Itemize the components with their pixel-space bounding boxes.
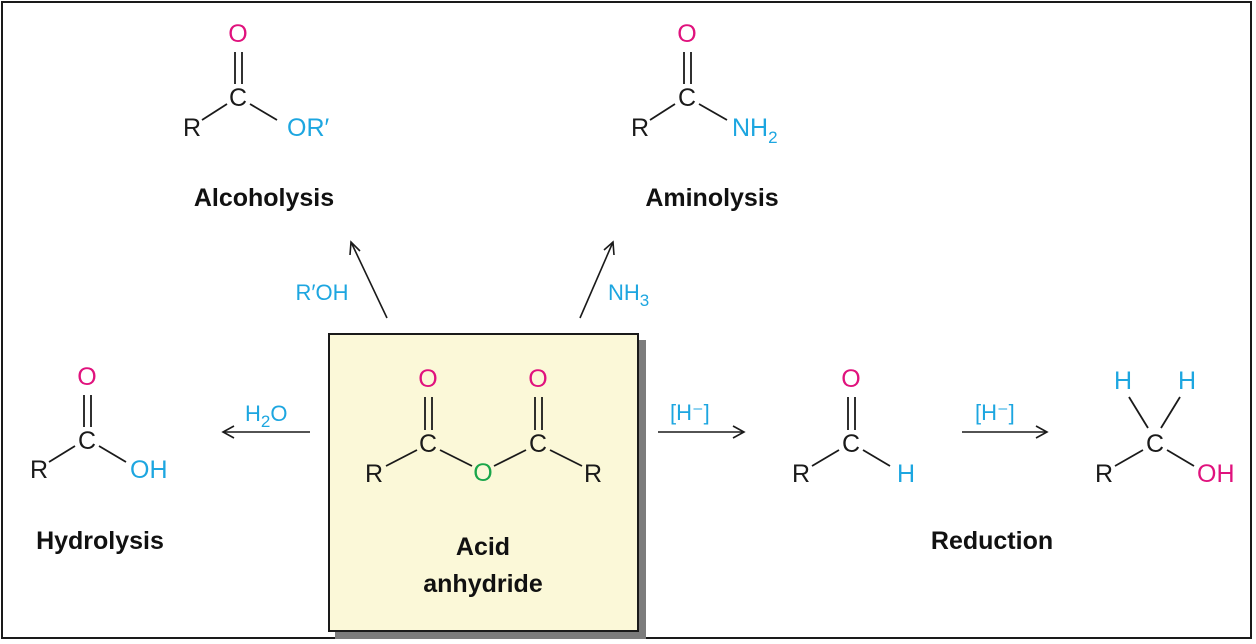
acid-oh-group: OH: [130, 456, 168, 484]
ester-or-bond: [249, 103, 278, 121]
alcohol-carbon: C: [1146, 430, 1164, 458]
ester-carbonyl-oxygen: O: [228, 20, 247, 48]
carboxylic-acid-structure: O C R OH: [30, 363, 168, 484]
anhydride-right-r-bond: [549, 449, 583, 467]
amide-nh-group: NH2: [732, 114, 778, 147]
reduction-title: Reduction: [931, 527, 1053, 555]
alcohol-hydrogen-right: H: [1178, 367, 1196, 395]
anhydride-left-carbonyl-oxygen: O: [418, 365, 437, 393]
aminolysis-arrow: [579, 240, 615, 319]
anhydride-right-o-bond: [493, 449, 527, 467]
alcohol-oh-group: OH: [1197, 460, 1235, 488]
acid-anhydride-structure: O C O C O R R: [365, 365, 602, 488]
amide-structure: O C R NH2: [631, 20, 778, 147]
alcohol-r-group: R: [1095, 460, 1113, 488]
hydrolysis-title: Hydrolysis: [36, 527, 164, 555]
amide-carbonyl-oxygen: O: [677, 20, 696, 48]
aldehyde-h-bond: [862, 449, 891, 467]
anhydride-left-o-bond: [439, 449, 473, 467]
anhydride-left-r-bond: [385, 449, 418, 467]
hydrolysis-arrow: [221, 425, 310, 439]
acid-r-group: R: [30, 456, 48, 484]
amide-r-group: R: [631, 114, 649, 142]
ester-r-group: R: [183, 114, 201, 142]
alcohol-h-bond-right: [1160, 396, 1181, 429]
acid-anhydride-box: [328, 333, 639, 632]
alcohol-reagent: R′OH: [295, 280, 348, 305]
ester-structure: O C R OR′: [183, 20, 330, 142]
aldehyde-r-group: R: [792, 460, 810, 488]
ester-carbon: C: [229, 84, 247, 112]
hydride-reagent-2: [H⁻]: [975, 400, 1015, 425]
anhydride-right-r-group: R: [584, 460, 602, 488]
aldehyde-r-bond: [811, 449, 840, 467]
alcohol-oh-bond: [1166, 449, 1195, 467]
alcoholysis-title: Alcoholysis: [194, 184, 334, 212]
alcohol-h-bond-left: [1128, 396, 1149, 429]
water-reagent: H2O: [245, 401, 287, 431]
aldehyde-carbonyl-oxygen: O: [841, 365, 860, 393]
acid-title-line1: Acid: [456, 533, 510, 561]
anhydride-right-carbonyl-oxygen: O: [528, 365, 547, 393]
anhydride-bridging-oxygen: O: [473, 459, 492, 487]
aminolysis-title: Aminolysis: [645, 184, 778, 212]
ester-or-group: OR′: [287, 114, 330, 142]
aldehyde-hydrogen: H: [897, 460, 915, 488]
anhydride-title-line2: anhydride: [423, 570, 543, 598]
hydride-reagent-1: [H⁻]: [670, 400, 710, 425]
acid-carbon: C: [78, 427, 96, 455]
aldehyde-structure: O C R H: [792, 365, 915, 488]
amide-r-bond: [649, 103, 676, 121]
alcohol-r-bond: [1114, 449, 1144, 467]
primary-alcohol-structure: H H C R OH: [1095, 367, 1235, 488]
ammonia-reagent: NH3: [608, 280, 649, 310]
anhydride-left-carbon: C: [419, 430, 437, 458]
ester-r-bond: [201, 103, 228, 121]
acid-oh-bond: [98, 445, 127, 463]
reduction-arrow-1: [658, 425, 746, 439]
acid-r-bond: [48, 445, 76, 463]
reduction-arrow-2: [962, 425, 1049, 439]
acid-carbonyl-oxygen: O: [77, 363, 96, 391]
anhydride-left-r-group: R: [365, 460, 383, 488]
anhydride-right-carbon: C: [529, 430, 547, 458]
alcoholysis-arrow: [349, 240, 388, 319]
amide-n-bond: [698, 103, 728, 121]
aldehyde-carbon: C: [842, 430, 860, 458]
amide-carbon: C: [678, 84, 696, 112]
alcohol-hydrogen-left: H: [1114, 367, 1132, 395]
